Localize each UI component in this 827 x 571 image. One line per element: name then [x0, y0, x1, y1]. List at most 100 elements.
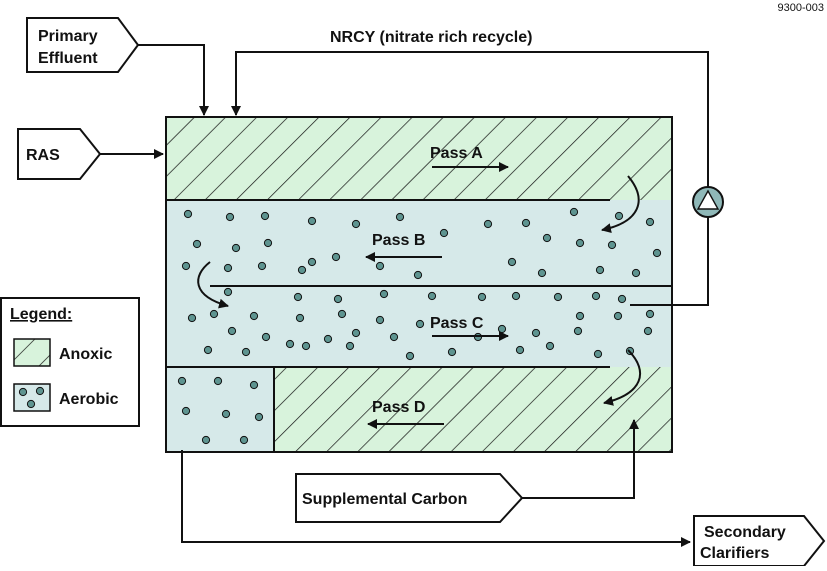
aeration-bubble [617, 294, 627, 304]
pass-a-label: Pass A [430, 145, 483, 162]
aeration-bubble [223, 263, 233, 273]
aeration-bubble [249, 380, 259, 390]
aeration-bubble [553, 292, 563, 302]
aeration-bubble [223, 287, 233, 297]
aeration-bubble [285, 339, 295, 349]
document-id: 9300-003 [778, 2, 825, 14]
aeration-bubble [221, 409, 231, 419]
aeration-bubble [545, 341, 555, 351]
legend-anoxic-swatch [13, 338, 51, 367]
pump-triangle-icon [696, 189, 720, 210]
basin-outline [165, 116, 673, 453]
aeration-bubble [569, 207, 579, 217]
aeration-bubble [477, 292, 487, 302]
aeration-bubble [613, 311, 623, 321]
aeration-bubble [241, 347, 251, 357]
aeration-bubble [331, 252, 341, 262]
ras-tag [17, 128, 102, 180]
aeration-bubble [537, 268, 547, 278]
secondary-clarifiers-label-line2: Clarifiers [700, 545, 769, 562]
pass-b-label: Pass B [372, 232, 425, 249]
aeration-bubble [293, 292, 303, 302]
legend-anoxic-label: Anoxic [59, 346, 112, 363]
aeration-bubble [297, 265, 307, 275]
aeration-bubble [631, 268, 641, 278]
primary-effluent-tag [26, 17, 140, 73]
aeration-bubble [607, 240, 617, 250]
aeration-bubble [337, 309, 347, 319]
pass-d-label: Pass D [372, 399, 425, 416]
aeration-bubble [395, 212, 405, 222]
primary-effluent-label-line1: Primary [38, 28, 98, 45]
aeration-bubble [447, 347, 457, 357]
aeration-bubble [439, 228, 449, 238]
legend-bubble [35, 386, 45, 396]
effluent-flow-line [181, 450, 691, 547]
aeration-bubbles [177, 207, 662, 445]
aeration-bubble [192, 239, 202, 249]
aeration-bubble [351, 328, 361, 338]
aeration-bubble [249, 311, 259, 321]
nrcy-recycle-line [231, 51, 709, 306]
aeration-bubble [231, 243, 241, 253]
nrcy-label: NRCY (nitrate rich recycle) [330, 29, 532, 46]
turn-arrow-c-to-d [603, 349, 641, 406]
aeration-bubble [575, 238, 585, 248]
aeration-bubble [187, 313, 197, 323]
aeration-bubble [257, 261, 267, 271]
aeration-bubble [227, 326, 237, 336]
aeration-bubble [614, 211, 624, 221]
legend-title: Legend: [10, 306, 72, 323]
aeration-bubble [201, 435, 211, 445]
aeration-bubble [652, 248, 662, 258]
aeration-bubble [405, 351, 415, 361]
aeration-bubble [209, 309, 219, 319]
aeration-bubble [389, 332, 399, 342]
aeration-bubble [181, 261, 191, 271]
aeration-bubble [427, 291, 437, 301]
aeration-bubble [263, 238, 273, 248]
legend-bubble [26, 399, 36, 409]
legend-aerobic-label: Aerobic [59, 391, 119, 408]
ras-label: RAS [26, 147, 60, 164]
aeration-bubble [591, 291, 601, 301]
turn-arrow-b-to-c [197, 261, 229, 309]
pass-d-anoxic-zone [274, 367, 672, 452]
aeration-bubble [261, 332, 271, 342]
aeration-bubble [542, 233, 552, 243]
secondary-clarifiers-label-line1: Secondary [704, 524, 786, 541]
aeration-bubble [181, 406, 191, 416]
aeration-bubble [379, 289, 389, 299]
aeration-bubble [260, 211, 270, 221]
primary-effluent-flow-line [138, 44, 209, 116]
aeration-bubble [483, 219, 493, 229]
aeration-bubble [375, 261, 385, 271]
secondary-clarifiers-tag [693, 515, 826, 567]
aeration-bubble [333, 294, 343, 304]
aerobic-zone-passes-bc [166, 200, 672, 367]
aeration-bubble [521, 218, 531, 228]
aeration-bubble [531, 328, 541, 338]
aeration-bubble [295, 313, 305, 323]
aeration-bubble [413, 270, 423, 280]
aeration-bubble [307, 257, 317, 267]
legend-aerobic-swatch [13, 383, 51, 412]
aeration-bubble [507, 257, 517, 267]
aeration-bubble [575, 311, 585, 321]
aeration-bubble [573, 326, 583, 336]
aeration-bubble [239, 435, 249, 445]
supplemental-carbon-tag [295, 473, 524, 523]
aeration-bubble [511, 291, 521, 301]
aeration-bubble [345, 341, 355, 351]
aeration-bubble [351, 219, 361, 229]
aeration-bubble [254, 412, 264, 422]
pass-c-label: Pass C [430, 315, 484, 332]
primary-effluent-label-line2: Effluent [38, 50, 98, 67]
aeration-bubble [213, 376, 223, 386]
aeration-bubble [643, 326, 653, 336]
aeration-bubble [203, 345, 213, 355]
supplemental-carbon-flow-line [522, 419, 639, 499]
aeration-bubble [595, 265, 605, 275]
aeration-bubble [323, 334, 333, 344]
